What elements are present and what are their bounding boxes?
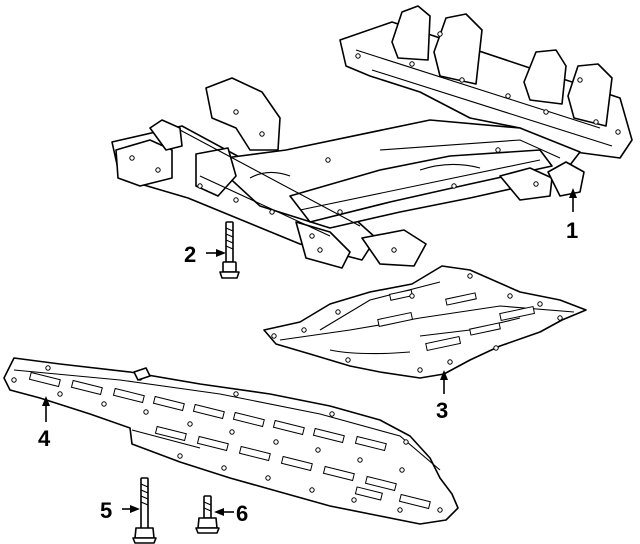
callout-4-label: 4 [38, 426, 51, 451]
skid-plate-lower [3, 357, 459, 525]
callout-1-label: 1 [566, 218, 578, 243]
bolt-upper [219, 221, 240, 279]
callout-6-label: 6 [236, 501, 248, 526]
frame-assembly [111, 5, 633, 269]
callout-5-label: 5 [100, 498, 112, 523]
callout-5: 5 [100, 498, 140, 523]
bolt-short [195, 495, 220, 534]
callout-2-label: 2 [184, 242, 196, 267]
skid-plate-center [263, 265, 587, 379]
bolt-long [132, 477, 157, 544]
callout-3-label: 3 [436, 398, 448, 423]
callout-2: 2 [184, 242, 226, 267]
skid-plate-slots [28, 371, 431, 510]
callout-4: 4 [38, 396, 51, 451]
callout-3: 3 [436, 370, 448, 423]
callout-6: 6 [214, 501, 248, 526]
callout-1: 1 [566, 188, 578, 243]
